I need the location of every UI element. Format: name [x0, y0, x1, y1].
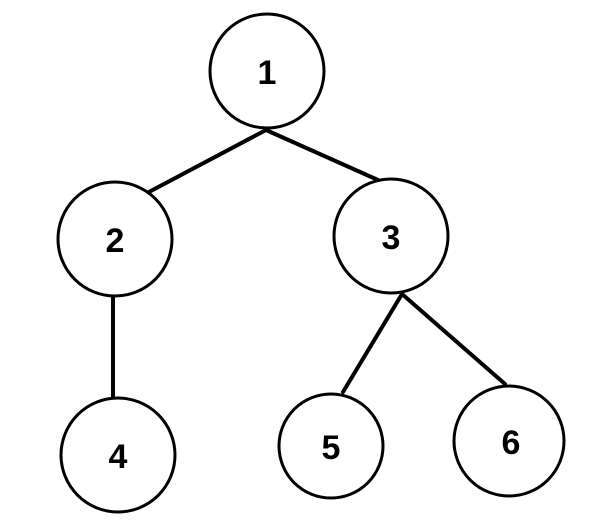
edge-1-3 — [264, 128, 380, 182]
edge-1-2 — [145, 128, 268, 195]
edges — [111, 128, 507, 402]
node-circle — [56, 180, 174, 298]
node-label: 3 — [382, 219, 401, 257]
edge-3-5 — [341, 292, 404, 394]
tree-node-6: 6 — [452, 384, 566, 498]
node-circle — [277, 392, 385, 500]
node-circle — [59, 396, 177, 514]
node-circle — [452, 384, 566, 498]
tree-node-3: 3 — [332, 177, 450, 295]
node-label: 5 — [322, 429, 341, 467]
tree-node-4: 4 — [59, 396, 177, 514]
node-label: 2 — [106, 222, 125, 260]
node-label: 6 — [502, 424, 521, 462]
node-label: 4 — [109, 438, 128, 476]
tree-node-2: 2 — [56, 180, 174, 298]
node-label: 1 — [258, 54, 277, 92]
tree-node-1: 1 — [208, 12, 326, 130]
node-circle — [208, 12, 326, 130]
node-circle — [332, 177, 450, 295]
tree-node-5: 5 — [277, 392, 385, 500]
edge-3-6 — [400, 292, 507, 386]
